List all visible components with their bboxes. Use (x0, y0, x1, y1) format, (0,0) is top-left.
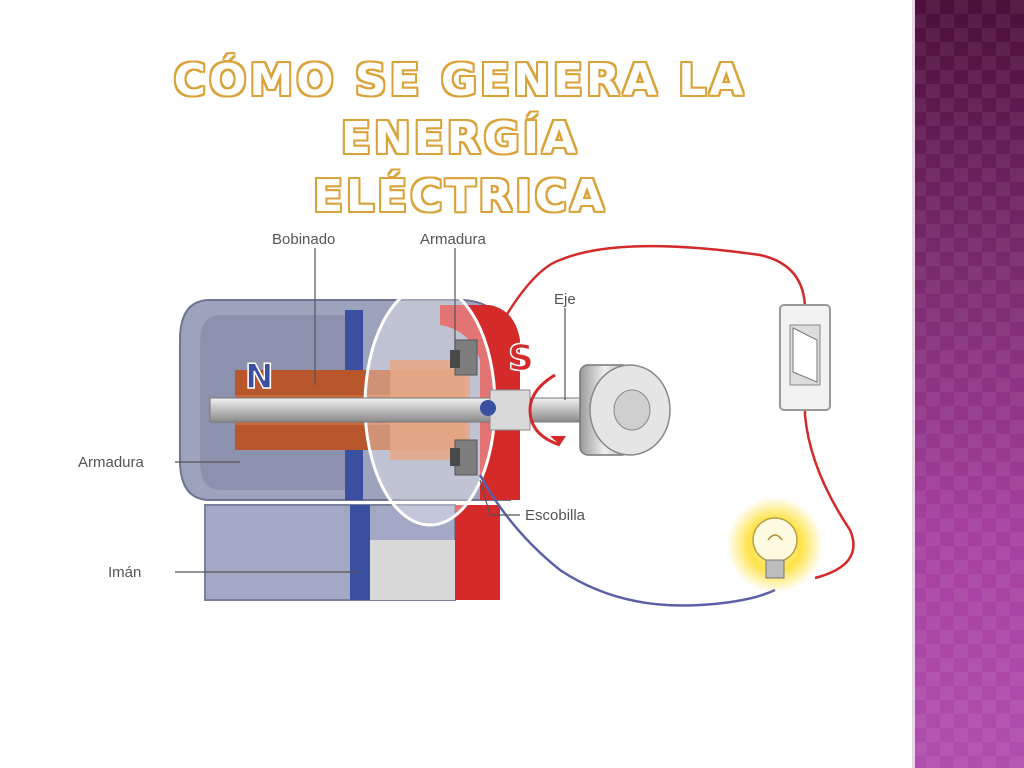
pole-s-label: S (508, 338, 534, 379)
brushes (450, 339, 478, 476)
label-iman: Imán (108, 564, 141, 581)
shaft (209, 389, 641, 431)
pole-n-label: N (245, 357, 273, 397)
light-bulb (727, 497, 823, 593)
slide-title: CÓMO SE GENERA LA ENERGÍA ELÉCTRICA (90, 52, 830, 226)
title-line-2: ELÉCTRICA (312, 171, 608, 222)
red-wire (490, 244, 855, 580)
sidebar-edge (912, 0, 915, 768)
label-armadura-top: Armadura (420, 231, 487, 248)
light-switch (779, 304, 831, 411)
label-armadura-left: Armadura (78, 454, 145, 471)
sidebar-pattern (912, 0, 1024, 768)
rotation-arrow-head (550, 436, 566, 445)
magnet-base (204, 504, 500, 601)
label-bobinado: Bobinado (272, 231, 335, 248)
label-escobilla: Escobilla (525, 507, 586, 524)
decorative-sidebar (912, 0, 1024, 768)
label-eje: Eje (554, 291, 576, 308)
rotation-arrow (528, 373, 561, 447)
pulley-wheel (579, 364, 671, 456)
leader-lines (175, 248, 566, 573)
title-line-1: CÓMO SE GENERA LA ENERGÍA (173, 55, 747, 164)
blue-wire (478, 474, 776, 607)
generator-diagram: N S Bobinado Armadura (78, 231, 855, 607)
